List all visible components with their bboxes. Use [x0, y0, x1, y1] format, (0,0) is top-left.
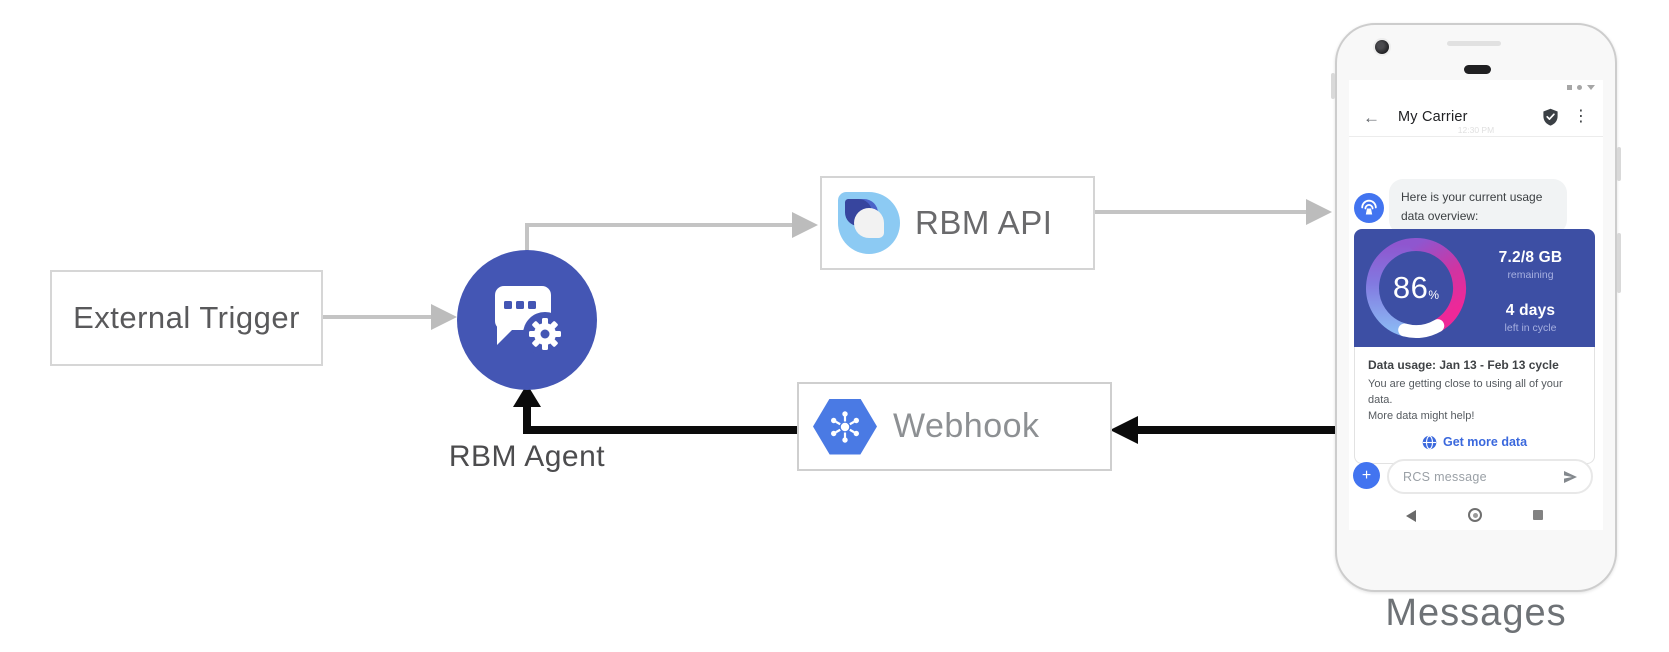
nav-home-icon[interactable]: [1468, 508, 1482, 522]
usage-body-line2: More data might help!: [1368, 409, 1475, 422]
data-remaining-metric: 7.2/8 GB remaining: [1470, 249, 1591, 281]
arrowhead-phone-to-webhook: [1110, 416, 1138, 444]
get-more-data-button[interactable]: Get more data: [1368, 435, 1581, 450]
arrowhead-api-to-phone: [1306, 199, 1332, 225]
arrowhead-webhook-to-agent: [513, 384, 541, 407]
back-arrow-icon[interactable]: ←: [1363, 107, 1380, 127]
node-rbm-agent: [457, 250, 597, 390]
arrowhead-agent-to-api: [792, 212, 818, 238]
send-icon[interactable]: [1562, 469, 1579, 485]
messages-caption: Messages: [1385, 592, 1567, 634]
conversation-header: ← My Carrier ⋮: [1349, 102, 1603, 132]
volume-button: [1617, 233, 1621, 293]
rbm-api-label: RBM API: [915, 204, 1053, 241]
overflow-menu-icon[interactable]: ⋮: [1573, 108, 1589, 125]
arrow-agent-to-api-horizontal: [525, 223, 794, 227]
speaker-grille: [1447, 41, 1501, 46]
arrow-agent-to-api-vertical: [525, 223, 529, 253]
agent-message-bubble: Here is your current usage data overview…: [1389, 179, 1567, 235]
node-rbm-api: RBM API: [820, 176, 1095, 270]
usage-body-line1: You are getting close to using all of yo…: [1368, 378, 1563, 406]
header-divider: [1349, 136, 1603, 137]
external-trigger-label: External Trigger: [73, 300, 300, 335]
arrowhead-trigger-to-agent: [431, 304, 457, 330]
message-timestamp: 12:30 PM: [1457, 125, 1495, 135]
usage-donut-gauge: [1362, 234, 1470, 342]
rich-card-body: Data usage: Jan 13 - Feb 13 cycle You ar…: [1354, 347, 1595, 464]
webhook-label: Webhook: [893, 407, 1040, 445]
usage-percent-value: 86: [1392, 270, 1429, 305]
rbm-agent-label: RBM Agent: [448, 440, 606, 473]
shield-check-icon: [1543, 108, 1558, 126]
hotspot-wifi-icon: [1361, 199, 1377, 215]
node-webhook: Webhook: [797, 382, 1112, 471]
rcs-message-input[interactable]: [1401, 468, 1562, 485]
status-dot-icon: [1577, 85, 1582, 90]
agent-avatar: [1354, 193, 1384, 223]
arrow-webhook-to-agent-vertical: [523, 404, 531, 434]
status-triangle-icon: [1587, 85, 1595, 90]
status-square-icon: [1567, 85, 1572, 90]
days-left-metric: 4 days left in cycle: [1470, 302, 1591, 334]
arrow-phone-to-webhook: [1138, 426, 1337, 434]
arrow-api-to-phone: [1095, 210, 1308, 214]
days-left-label: left in cycle: [1504, 322, 1557, 334]
rich-card-media: 86 % 7.2/8 GB remaining 4 days left in c…: [1354, 229, 1595, 347]
earpiece: [1464, 65, 1491, 74]
data-remaining-label: remaining: [1507, 269, 1554, 281]
usage-percent-unit: %: [1428, 288, 1440, 302]
sim-tray: [1331, 73, 1335, 99]
power-button: [1617, 147, 1621, 181]
conversation-title: My Carrier: [1398, 109, 1468, 125]
chat-bubble-gear-icon: [495, 286, 567, 356]
rbm-api-logo-icon: [838, 192, 900, 254]
attach-plus-button[interactable]: +: [1353, 462, 1380, 489]
front-camera: [1375, 40, 1389, 54]
globe-icon: [1422, 435, 1437, 450]
rich-card: 86 % 7.2/8 GB remaining 4 days left in c…: [1354, 229, 1595, 464]
status-bar: [1567, 85, 1595, 90]
get-more-data-label: Get more data: [1442, 435, 1528, 450]
usage-percent: 86 %: [1362, 234, 1470, 342]
message-input-pill[interactable]: [1387, 459, 1593, 494]
nav-recents-icon[interactable]: [1533, 510, 1543, 520]
nav-back-icon[interactable]: [1406, 510, 1416, 522]
phone-screen: ← My Carrier ⋮ 12:30 PM Here is your cur…: [1349, 80, 1603, 530]
node-external-trigger: External Trigger: [50, 270, 323, 366]
usage-body: You are getting close to using all of yo…: [1368, 377, 1581, 425]
days-left-value: 4 days: [1505, 302, 1556, 319]
arrow-trigger-to-agent: [323, 315, 434, 319]
usage-title: Data usage: Jan 13 - Feb 13 cycle: [1368, 358, 1559, 372]
data-remaining-value: 7.2/8 GB: [1498, 249, 1563, 266]
arrow-webhook-to-agent-horizontal: [523, 426, 797, 434]
phone-device: ← My Carrier ⋮ 12:30 PM Here is your cur…: [1331, 23, 1621, 592]
hexagon-hub-icon: [813, 398, 877, 455]
